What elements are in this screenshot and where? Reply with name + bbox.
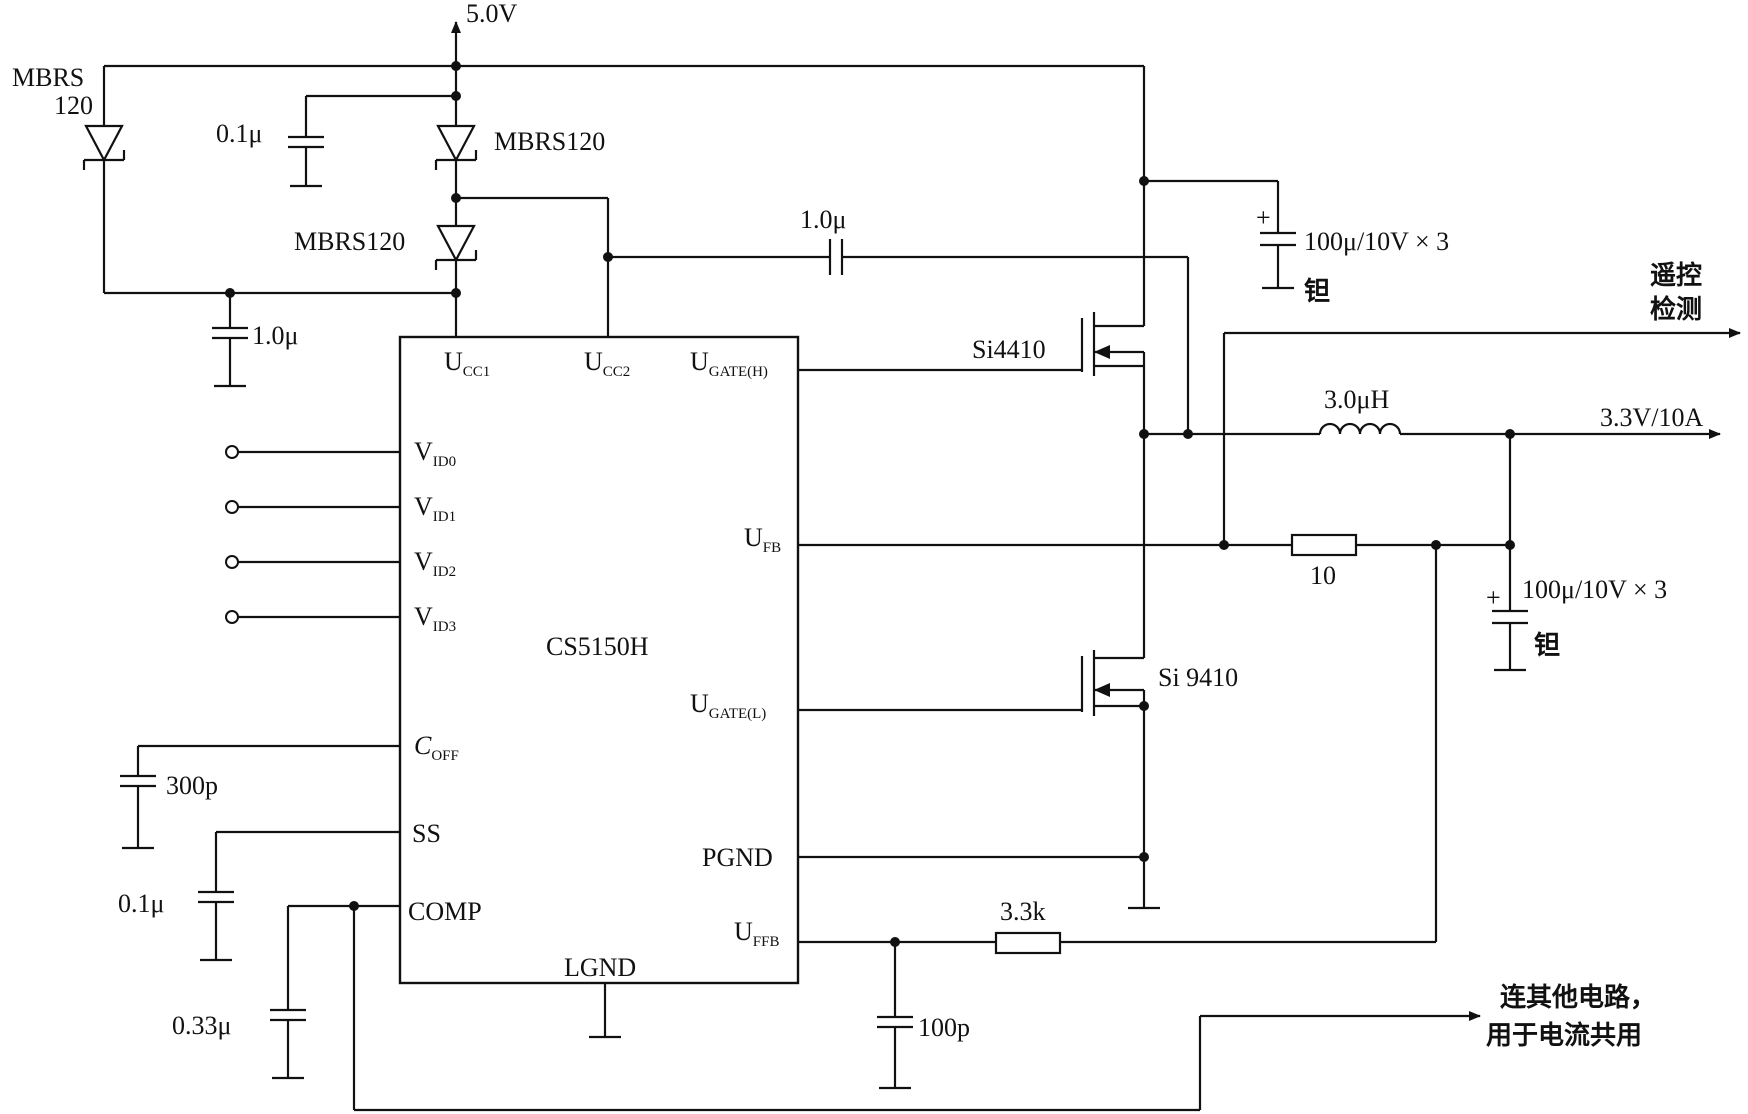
- svg-text:+: +: [1256, 203, 1271, 232]
- bootstrap-network: 1.0μ: [456, 196, 1190, 434]
- mosfet-low-label: Si 9410: [1158, 663, 1238, 692]
- pin-ucc2: U: [584, 347, 603, 376]
- output-cap-type: 钽: [1534, 631, 1560, 661]
- pin-lgnd: LGND: [564, 953, 636, 982]
- svg-text:VID0: VID0: [414, 437, 456, 470]
- pin-comp: COMP: [408, 897, 482, 926]
- svg-text:UCC2: UCC2: [584, 347, 630, 380]
- svg-text:VID1: VID1: [414, 492, 456, 525]
- svg-text:VID3: VID3: [414, 602, 456, 635]
- supply-rail: 5.0V: [104, 0, 1144, 71]
- pin-vid1: V: [414, 492, 433, 521]
- mosfet-high-side: Si4410: [798, 312, 1149, 439]
- ffb-network: 3.3k 100p: [798, 545, 1438, 1090]
- ic-name: CS5150H: [546, 632, 649, 661]
- inductor-label: 3.0μH: [1324, 385, 1389, 414]
- mosfet-high-label: Si4410: [972, 335, 1046, 364]
- output-voltage-label: 3.3V/10A: [1600, 403, 1704, 432]
- ic-cs5150h: CS5150H UCC1 UCC2 UGATE(H) VID0 VID1 VID…: [398, 335, 800, 985]
- center-diode-stack: MBRS120 MBRS120: [294, 66, 605, 337]
- input-cap-label: 100μ/10V × 3: [1304, 227, 1449, 256]
- svg-text:COFF: COFF: [414, 731, 459, 764]
- svg-text:UGATE(L): UGATE(L): [690, 689, 766, 722]
- pin-pgnd: PGND: [702, 843, 773, 872]
- diode-left-label-top: MBRS: [12, 63, 84, 92]
- pin-vid0: V: [414, 437, 433, 466]
- supply-voltage-label: 5.0V: [466, 0, 518, 28]
- remote-sense-label-a: 遥控: [1650, 261, 1702, 291]
- left-diode-branch: MBRS 120: [12, 63, 456, 295]
- ffb-resistor-label: 3.3k: [1000, 897, 1046, 926]
- input-capacitor-bank: + 100μ/10V × 3 钽: [1139, 66, 1449, 326]
- pin-vid3: V: [414, 602, 433, 631]
- lgnd-ground: [589, 983, 621, 1039]
- feedback-network: 10: [798, 434, 1515, 590]
- coff-capacitor: 300p: [120, 744, 400, 850]
- ffb-cap-label: 100p: [918, 1013, 970, 1042]
- pgnd-connection: [798, 852, 1149, 862]
- pin-ucc1: U: [444, 347, 463, 376]
- pin-ugate-l: U: [690, 689, 709, 718]
- ss-cap-label: 0.1μ: [118, 889, 164, 918]
- pin-coff: C: [414, 731, 432, 760]
- svg-text:VID2: VID2: [414, 547, 456, 580]
- ss-capacitor: 0.1μ: [118, 830, 400, 962]
- capacitor-top-label: 0.1μ: [216, 119, 262, 148]
- pin-vid2: V: [414, 547, 433, 576]
- comp-cap-label: 0.33μ: [172, 1011, 231, 1040]
- svg-text:UGATE(H): UGATE(H): [690, 347, 768, 380]
- diode-left-label-bottom: 120: [54, 91, 93, 120]
- output-stage: 3.0μH 3.3V/10A: [1144, 385, 1721, 439]
- capacitor-top-decoupling: 0.1μ: [216, 91, 461, 188]
- input-cap-type: 钽: [1304, 277, 1330, 307]
- vid-inputs: [225, 445, 400, 624]
- bootstrap-cap-label: 1.0μ: [800, 205, 846, 234]
- mosfet-low-side: Si 9410: [798, 434, 1238, 910]
- diode-top-label: MBRS120: [494, 127, 605, 156]
- comp-network: 0.33μ 连其他电路， 用于电流共用: [172, 901, 1656, 1112]
- remote-sense-line: 遥控 检测: [1222, 261, 1741, 545]
- pin-ufb: U: [744, 523, 763, 552]
- output-cap-label: 100μ/10V × 3: [1522, 575, 1667, 604]
- pin-ss: SS: [412, 819, 441, 848]
- pin-uffb: U: [734, 917, 753, 946]
- svg-text:UFFB: UFFB: [734, 917, 779, 950]
- share-label-b: 用于电流共用: [1486, 1021, 1642, 1051]
- svg-text:+: +: [1486, 583, 1501, 612]
- diode-mid-label: MBRS120: [294, 227, 405, 256]
- capacitor-left-label: 1.0μ: [252, 321, 298, 350]
- fb-resistor-label: 10: [1310, 561, 1336, 590]
- pin-ugate-h: U: [690, 347, 709, 376]
- output-capacitor-bank: + 100μ/10V × 3 钽: [1486, 545, 1667, 672]
- capacitor-left-pump: 1.0μ: [212, 288, 298, 388]
- remote-sense-label-b: 检测: [1650, 294, 1702, 325]
- coff-cap-label: 300p: [166, 771, 218, 800]
- svg-text:UCC1: UCC1: [444, 347, 490, 380]
- svg-text:UFB: UFB: [744, 523, 781, 556]
- share-label-a: 连其他电路，: [1500, 982, 1656, 1013]
